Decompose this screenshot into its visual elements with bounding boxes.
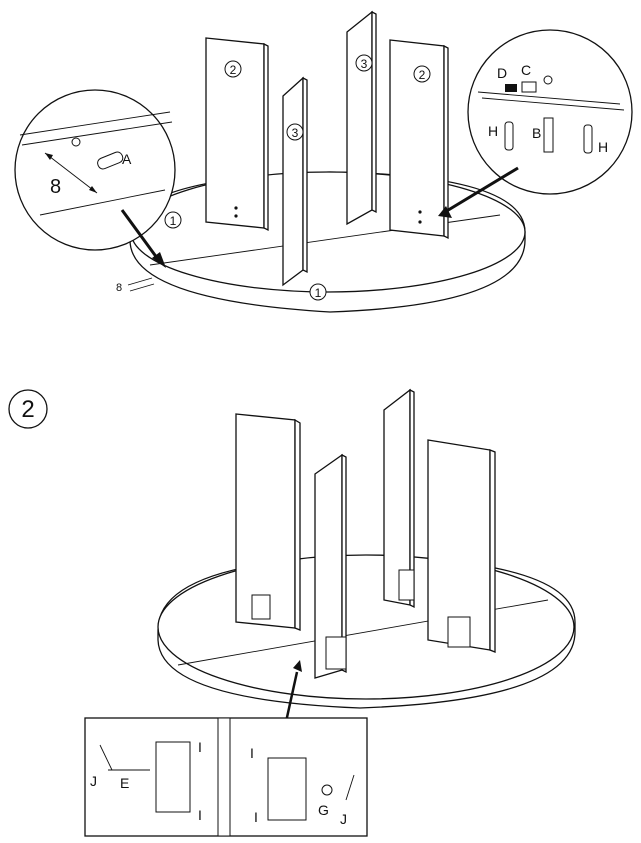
step1-assembly: 2 3 3 2 1 1: [14, 10, 633, 313]
base-gap-label: 8: [116, 282, 122, 294]
detail-b-part-d: D: [497, 65, 507, 81]
panel-label-3-back: 3: [361, 57, 368, 71]
panel-label-3-front: 3: [292, 126, 299, 140]
step2-assembly: 2: [8, 388, 576, 837]
detail-b-part-h-right: H: [598, 139, 608, 155]
detail-b-callout: D C B H H: [438, 29, 633, 218]
detail-b-part-b: B: [532, 125, 541, 141]
detail-part-e: E: [120, 775, 129, 791]
detail-b-part-h-left: H: [488, 123, 498, 139]
base-label-1-front: 1: [315, 286, 322, 300]
detail-part-i-3: I: [250, 745, 254, 761]
step2-panel-left: [235, 413, 301, 631]
detail-part-g: G: [318, 802, 329, 818]
detail-part-i-1: I: [198, 739, 202, 755]
detail-a-dimension: 8: [50, 176, 61, 198]
step1-panel-3-front: 3: [282, 76, 308, 287]
step2-panel-back-right: [383, 388, 415, 609]
step2-panel-front: [314, 453, 347, 679]
step2-base: [157, 554, 576, 709]
panel-label-2-right: 2: [419, 68, 426, 82]
step1-panel-3-back: 3: [346, 10, 377, 226]
step2-panel-right: [427, 439, 496, 653]
step2-number: 2: [21, 396, 34, 423]
step2-detail-box: J E I I I I G J: [84, 717, 368, 837]
detail-a-part-label: A: [122, 151, 132, 167]
base-gap-dimension: 8: [116, 277, 155, 294]
detail-part-j-left: J: [90, 773, 97, 789]
detail-b-part-c: C: [521, 62, 531, 78]
base-label-1-left: 1: [170, 214, 177, 228]
detail-part-j-right: J: [340, 811, 347, 827]
step1-panel-2-right: 2: [389, 39, 449, 240]
detail-part-i-2: I: [198, 807, 202, 823]
detail-part-i-4: I: [254, 809, 258, 825]
step1-panel-2-left: 2: [205, 37, 269, 232]
step1-base-top: [129, 171, 526, 313]
detail-a-callout: A 8: [14, 89, 176, 268]
panel-label-2-left: 2: [230, 63, 237, 77]
